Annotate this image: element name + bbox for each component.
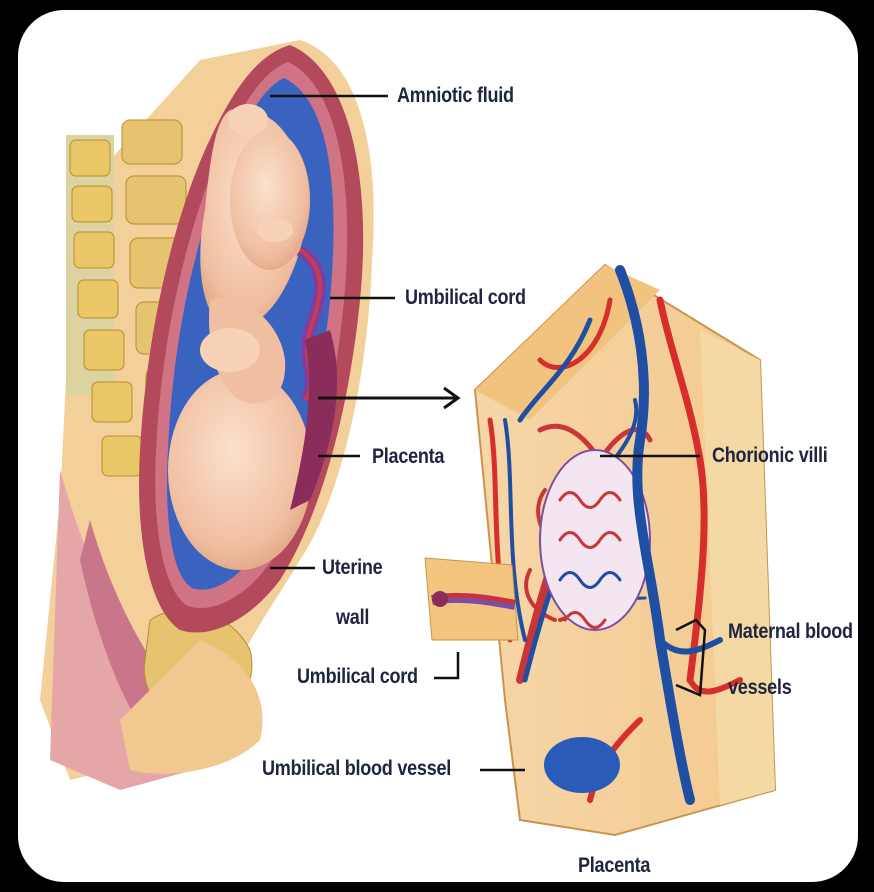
label-uterine-wall-2: wall (336, 606, 369, 630)
label-chorionic-villi: Chorionic villi (712, 444, 828, 468)
placenta-detail-block (425, 265, 775, 835)
label-umbilical-blood-vessel: Umbilical blood vessel (262, 757, 451, 781)
label-placenta-bottom: Placenta (578, 854, 650, 878)
label-placenta-left: Placenta (372, 445, 444, 469)
blood-pool (544, 737, 620, 793)
label-umbilical-cord-top: Umbilical cord (405, 286, 526, 310)
label-amniotic-fluid: Amniotic fluid (397, 84, 514, 108)
label-maternal-blood-1: Maternal blood (728, 620, 853, 644)
label-uterine-wall-1: Uterine (322, 556, 382, 580)
label-maternal-blood-2: vessels (728, 676, 791, 700)
label-umbilical-cord-bottom: Umbilical cord (297, 665, 418, 689)
